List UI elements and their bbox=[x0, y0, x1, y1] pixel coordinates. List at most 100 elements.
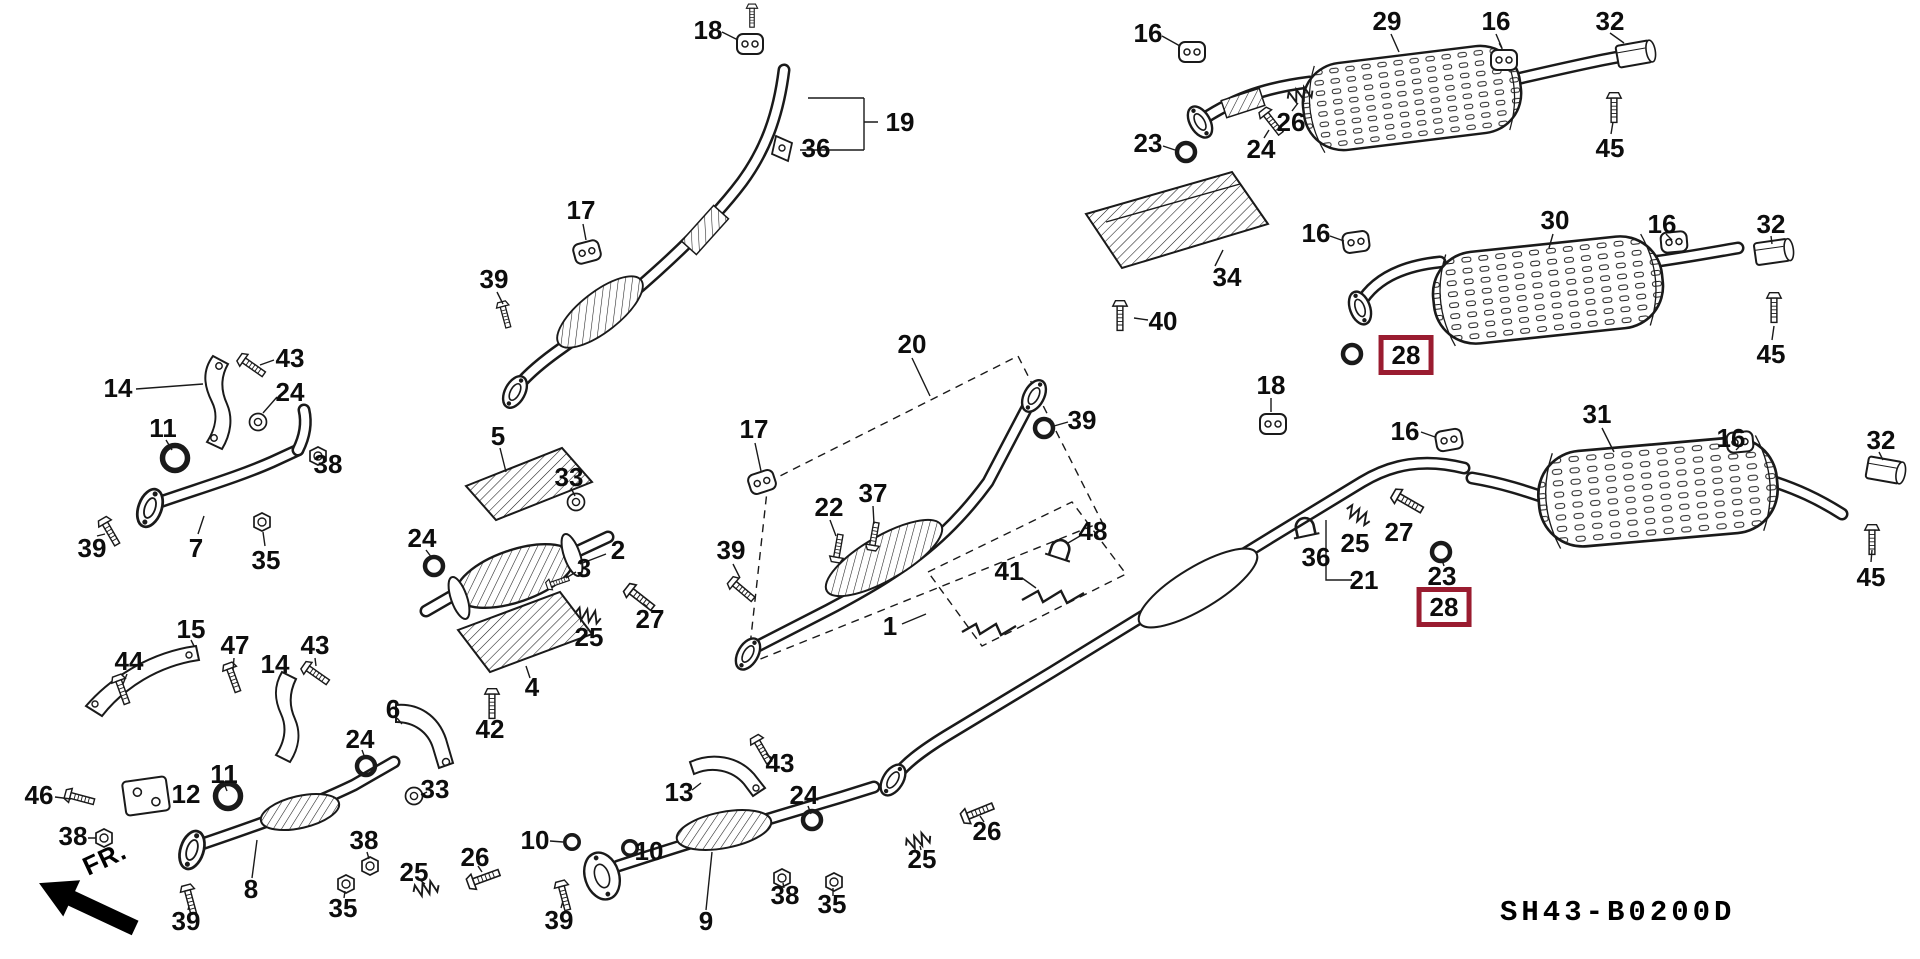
part-callout-38[interactable]: 38 bbox=[58, 821, 88, 851]
part-callout-4[interactable]: 4 bbox=[524, 672, 540, 702]
part-callout-20[interactable]: 20 bbox=[897, 329, 927, 359]
part-callout-16[interactable]: 16 bbox=[1133, 18, 1163, 48]
part-callout-23[interactable]: 23 bbox=[1133, 128, 1163, 158]
part-callout-39[interactable]: 39 bbox=[716, 535, 746, 565]
part-callout-9[interactable]: 9 bbox=[698, 906, 714, 936]
part-callout-16[interactable]: 16 bbox=[1481, 6, 1511, 36]
part-callout-30[interactable]: 30 bbox=[1540, 205, 1570, 235]
part-callout-26[interactable]: 26 bbox=[972, 816, 1002, 846]
part-callout-36[interactable]: 36 bbox=[801, 133, 831, 163]
part-callout-34[interactable]: 34 bbox=[1212, 262, 1242, 292]
part-callout-28-highlighted[interactable]: 28 bbox=[1416, 587, 1472, 627]
part-callout-38[interactable]: 38 bbox=[770, 880, 800, 910]
part-callout-13[interactable]: 13 bbox=[664, 777, 694, 807]
bracket-plate-12 bbox=[121, 775, 171, 817]
part-callout-31[interactable]: 31 bbox=[1582, 399, 1612, 429]
part-callout-3[interactable]: 3 bbox=[576, 553, 592, 583]
part-callout-6[interactable]: 6 bbox=[385, 694, 401, 724]
part-callout-38[interactable]: 38 bbox=[313, 449, 343, 479]
part-callout-25[interactable]: 25 bbox=[399, 857, 429, 887]
part-callout-38[interactable]: 38 bbox=[349, 825, 379, 855]
part-callout-16[interactable]: 16 bbox=[1647, 209, 1677, 239]
part-callout-25[interactable]: 25 bbox=[1340, 528, 1370, 558]
part-callout-44[interactable]: 44 bbox=[114, 646, 144, 676]
part-callout-47[interactable]: 47 bbox=[220, 630, 250, 660]
part-callout-45[interactable]: 45 bbox=[1756, 339, 1786, 369]
part-callout-27[interactable]: 27 bbox=[1384, 517, 1414, 547]
part-callout-24[interactable]: 24 bbox=[789, 780, 819, 810]
part-callout-2[interactable]: 2 bbox=[610, 535, 626, 565]
part-callout-15[interactable]: 15 bbox=[176, 614, 206, 644]
part-callout-45[interactable]: 45 bbox=[1856, 562, 1886, 592]
part-callout-48[interactable]: 48 bbox=[1078, 516, 1108, 546]
part-callout-27[interactable]: 27 bbox=[635, 604, 665, 634]
part-callout-24[interactable]: 24 bbox=[407, 523, 437, 553]
part-callout-14[interactable]: 14 bbox=[260, 649, 290, 679]
exhaust-pipe-19-assembly bbox=[494, 3, 878, 413]
part-callout-43[interactable]: 43 bbox=[275, 343, 305, 373]
part-callout-7[interactable]: 7 bbox=[188, 533, 204, 563]
part-callout-11[interactable]: 11 bbox=[210, 759, 238, 789]
part-callout-26[interactable]: 26 bbox=[460, 842, 490, 872]
part-callout-39[interactable]: 39 bbox=[544, 905, 574, 935]
part-callout-43[interactable]: 43 bbox=[765, 748, 795, 778]
part-callout-32[interactable]: 32 bbox=[1756, 209, 1786, 239]
part-callout-16[interactable]: 16 bbox=[1716, 423, 1746, 453]
part-callout-24[interactable]: 24 bbox=[275, 377, 305, 407]
part-callout-26[interactable]: 26 bbox=[1276, 107, 1306, 137]
part-callout-25[interactable]: 25 bbox=[907, 844, 937, 874]
part-callout-35[interactable]: 35 bbox=[251, 545, 281, 575]
part-callout-28-highlighted[interactable]: 28 bbox=[1378, 335, 1434, 375]
part-callout-16[interactable]: 16 bbox=[1301, 218, 1331, 248]
bracket-14 bbox=[204, 354, 232, 451]
part-callout-19[interactable]: 19 bbox=[885, 107, 915, 137]
part-callout-11[interactable]: 11 bbox=[149, 413, 177, 443]
part-callout-18[interactable]: 18 bbox=[693, 15, 723, 45]
part-callout-39[interactable]: 39 bbox=[171, 906, 201, 936]
front-pipe-8-assembly bbox=[54, 639, 503, 917]
part-callout-29[interactable]: 29 bbox=[1372, 6, 1402, 36]
part-callout-41[interactable]: 41 bbox=[994, 556, 1024, 586]
part-callout-36[interactable]: 36 bbox=[1301, 542, 1331, 572]
part-callout-24[interactable]: 24 bbox=[1246, 134, 1276, 164]
part-callout-35[interactable]: 35 bbox=[328, 893, 358, 923]
part-callout-46[interactable]: 46 bbox=[24, 780, 54, 810]
part-callout-18[interactable]: 18 bbox=[1256, 370, 1286, 400]
part-callout-25[interactable]: 25 bbox=[574, 622, 604, 652]
part-callout-42[interactable]: 42 bbox=[475, 714, 505, 744]
bracket-13 bbox=[688, 755, 767, 798]
part-callout-5[interactable]: 5 bbox=[490, 421, 506, 451]
part-callout-32[interactable]: 32 bbox=[1595, 6, 1625, 36]
part-callout-33[interactable]: 33 bbox=[420, 774, 450, 804]
part-callout-43[interactable]: 43 bbox=[300, 630, 330, 660]
part-callout-32[interactable]: 32 bbox=[1866, 425, 1896, 455]
part-callout-10[interactable]: 10 bbox=[520, 825, 550, 855]
pipe-flange bbox=[583, 851, 621, 901]
part-callout-23[interactable]: 23 bbox=[1427, 561, 1457, 591]
part-callout-17[interactable]: 17 bbox=[739, 414, 769, 444]
part-callout-39[interactable]: 39 bbox=[1067, 405, 1097, 435]
part-callout-37[interactable]: 37 bbox=[858, 478, 888, 508]
part-callout-21[interactable]: 21 bbox=[1349, 565, 1379, 595]
part-callout-16[interactable]: 16 bbox=[1390, 416, 1420, 446]
part-callout-40[interactable]: 40 bbox=[1148, 306, 1178, 336]
part-callout-45[interactable]: 45 bbox=[1595, 133, 1625, 163]
part-callout-12[interactable]: 12 bbox=[171, 779, 201, 809]
part-callout-24[interactable]: 24 bbox=[345, 724, 375, 754]
bracket-14 bbox=[274, 670, 300, 764]
part-callout-33[interactable]: 33 bbox=[554, 462, 584, 492]
part-callout-39[interactable]: 39 bbox=[479, 264, 509, 294]
part-callout-1[interactable]: 1 bbox=[882, 611, 898, 641]
bracket-6 bbox=[395, 703, 455, 770]
part-callout-39[interactable]: 39 bbox=[77, 533, 107, 563]
part-callout-8[interactable]: 8 bbox=[243, 874, 259, 904]
part-callout-17[interactable]: 17 bbox=[566, 195, 596, 225]
part-callout-14[interactable]: 14 bbox=[103, 373, 133, 403]
part-callout-10[interactable]: 10 bbox=[634, 836, 664, 866]
part-callout-35[interactable]: 35 bbox=[817, 889, 847, 919]
assembly-boundary bbox=[747, 355, 1103, 666]
part-callout-22[interactable]: 22 bbox=[814, 492, 844, 522]
front-pipe-7-assembly bbox=[95, 350, 327, 549]
